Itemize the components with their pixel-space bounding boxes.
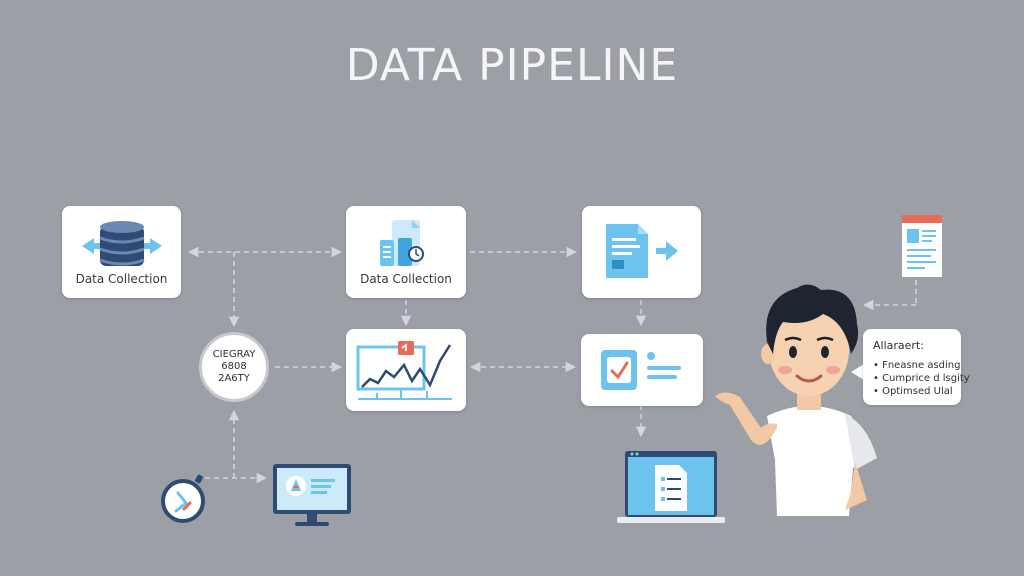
node-validation — [581, 334, 703, 406]
node-analytics-chart — [346, 329, 466, 411]
monitor-dashboard-icon — [273, 464, 351, 526]
node-label: Data Collection — [75, 272, 168, 286]
report-page-icon — [902, 215, 942, 277]
speech-bubble-item: Optimsed Ulal — [873, 385, 970, 398]
speech-bubble-tail — [851, 364, 864, 380]
circle-line-1: CIEGRAY — [212, 349, 256, 360]
line-chart-icon — [356, 341, 452, 400]
circle-line-3: 2A6TY — [218, 373, 250, 384]
node-data-collection-1: Data Collection — [62, 206, 181, 298]
laptop-document-icon — [617, 451, 725, 523]
node-document-export — [582, 206, 701, 298]
node-data-collection-2: Data Collection — [346, 206, 466, 298]
node-category-circle: CIEGRAY 6808 2A6TY — [199, 332, 269, 402]
database-sync-icon — [82, 221, 162, 266]
node-label: Data Collection — [360, 272, 452, 286]
speech-bubble-item: Fneasne asding — [873, 359, 970, 372]
speech-bubble-title: Allaraert: — [873, 339, 924, 352]
page-title: DATA PIPELINE — [345, 40, 679, 91]
circle-line-2: 6808 — [221, 361, 247, 372]
speech-bubble-list: Fneasne asding Cumprice d lsgity Optimse… — [873, 359, 970, 398]
speech-bubble-item: Cumprice d lsgity — [873, 372, 970, 385]
checked-document-icon — [601, 350, 681, 390]
presenter-person-illustration — [715, 284, 877, 516]
speech-bubble: Allaraert: Fneasne asding Cumprice d lsg… — [863, 329, 970, 405]
documents-icon — [380, 220, 424, 266]
document-export-icon — [606, 224, 678, 278]
stopwatch-icon — [161, 474, 205, 523]
